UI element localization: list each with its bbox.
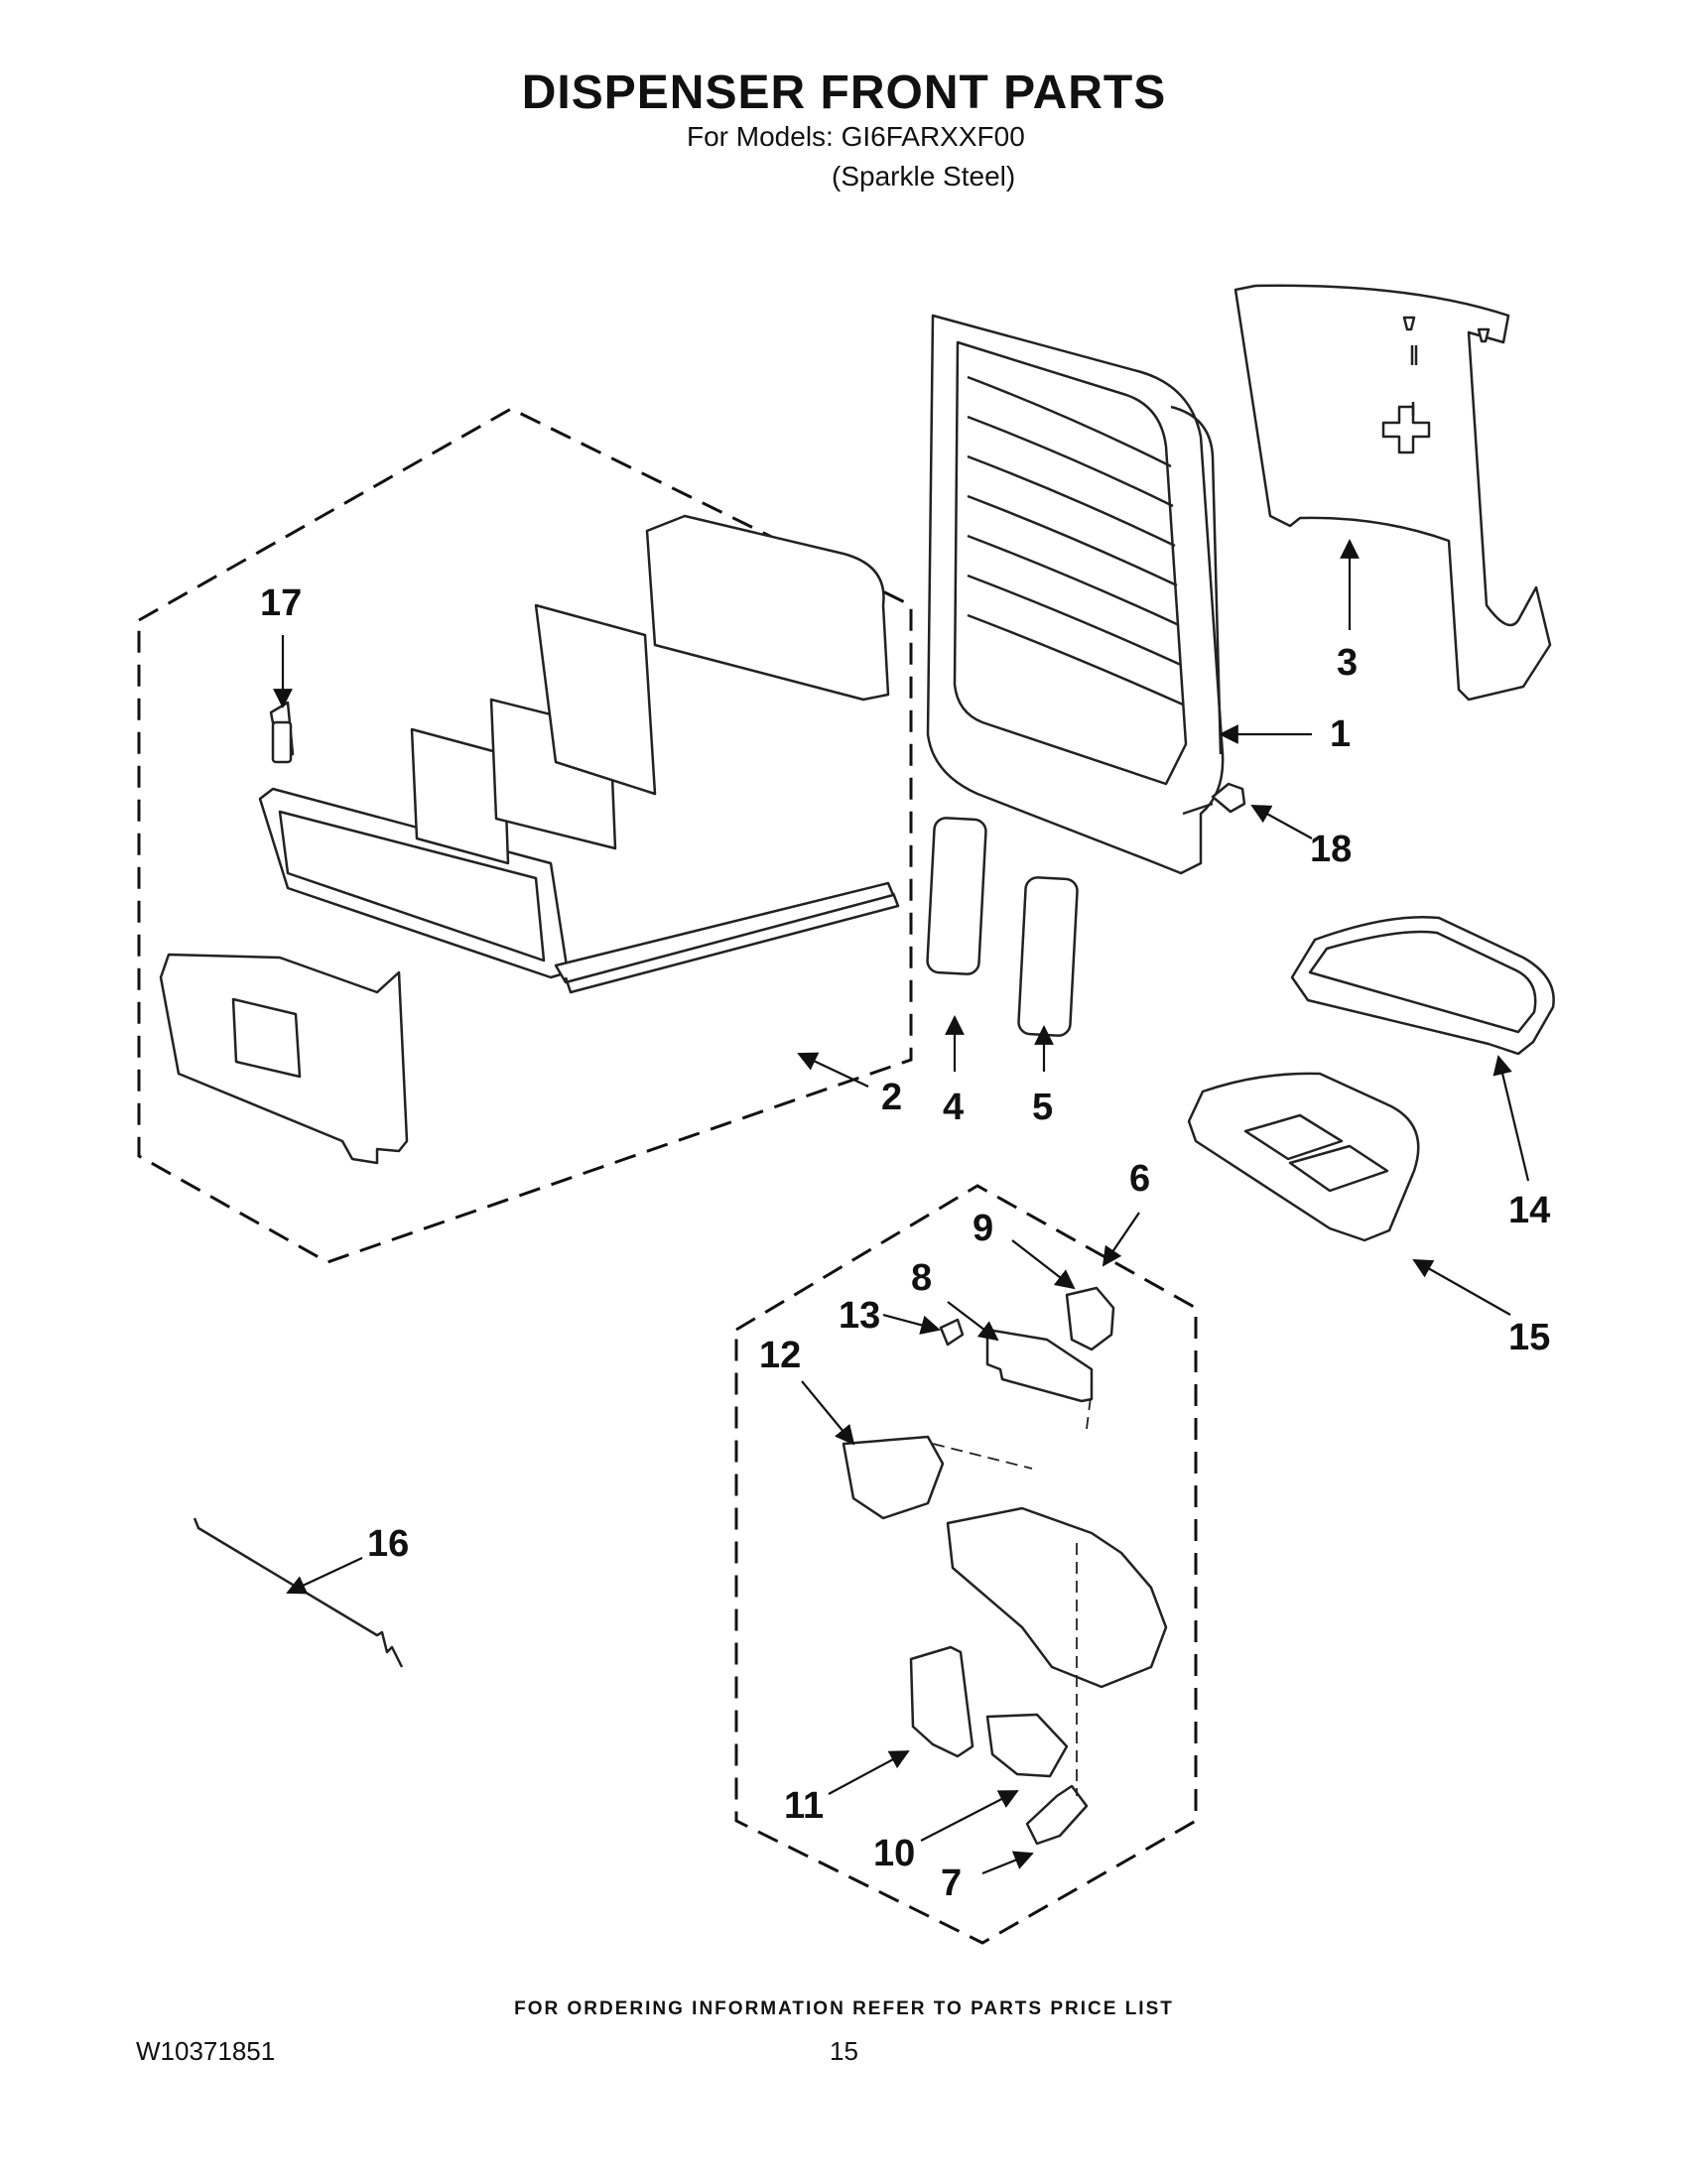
callout-18: 18	[1310, 829, 1352, 870]
callout-10: 10	[873, 1833, 915, 1874]
leader-line-12	[801, 1380, 855, 1446]
leader-line-9	[1011, 1239, 1076, 1290]
leader-line-11	[828, 1750, 910, 1795]
leader-line-2	[797, 1052, 869, 1088]
actuator-pad-part	[909, 1645, 974, 1758]
callout-15: 15	[1508, 1317, 1550, 1358]
pad-part-4	[926, 817, 987, 975]
callout-8: 8	[911, 1257, 932, 1299]
leader-line-15	[1412, 1259, 1511, 1316]
finish-line: (Sparkle Steel)	[832, 161, 1016, 192]
dispenser-housing-group-outline	[734, 1184, 1198, 1945]
callout-4: 4	[943, 1087, 964, 1128]
wire-part	[193, 1517, 404, 1668]
elbow-part	[1025, 1784, 1089, 1846]
leader-line-8	[947, 1301, 999, 1342]
callout-12: 12	[759, 1335, 801, 1376]
motor-cap-part	[1065, 1286, 1115, 1351]
document-number: W10371851	[136, 2036, 276, 2066]
page-title: DISPENSER FRONT PARTS	[521, 66, 1167, 119]
screw-part-13	[939, 1318, 965, 1347]
pad-part-5	[1017, 876, 1079, 1037]
callout-13: 13	[839, 1295, 880, 1337]
dispenser-housing-part	[946, 1506, 1168, 1689]
bracket-part-8	[985, 1328, 1094, 1403]
callout-2: 2	[881, 1077, 902, 1118]
callout-16: 16	[367, 1523, 409, 1565]
trim-part	[1290, 915, 1555, 1056]
callout-5: 5	[1032, 1087, 1053, 1128]
drip-tray-part	[1187, 1072, 1420, 1242]
control-assembly-part	[159, 514, 900, 1165]
callout-9: 9	[973, 1208, 993, 1249]
ice-chute-part	[842, 1435, 945, 1520]
leader-line-18	[1250, 805, 1313, 839]
callout-11: 11	[784, 1785, 824, 1827]
leader-line-14	[1493, 1055, 1530, 1182]
callout-1: 1	[1330, 713, 1351, 755]
leader-line-7	[981, 1851, 1034, 1875]
page-number: 15	[830, 2036, 858, 2066]
screw-part-18	[1182, 782, 1246, 816]
leader-line-16	[286, 1557, 363, 1595]
leader-line-13	[882, 1313, 941, 1335]
switch-part	[985, 1713, 1069, 1778]
ordering-note: FOR ORDERING INFORMATION REFER TO PARTS …	[514, 1998, 1174, 2019]
control-assembly-group-outline	[137, 407, 913, 1264]
leader-line-6	[1102, 1212, 1140, 1267]
callout-7: 7	[941, 1863, 962, 1904]
dispenser-frame-part	[926, 314, 1225, 875]
leader-line-10	[920, 1790, 1019, 1842]
models-line: For Models: GI6FARXXF00	[687, 121, 1025, 152]
chute-cover-part	[1234, 284, 1552, 702]
bracket-part-17	[271, 720, 293, 764]
callout-14: 14	[1508, 1190, 1550, 1231]
callout-6: 6	[1129, 1158, 1150, 1200]
callout-3: 3	[1337, 642, 1358, 684]
callout-17: 17	[260, 582, 302, 624]
